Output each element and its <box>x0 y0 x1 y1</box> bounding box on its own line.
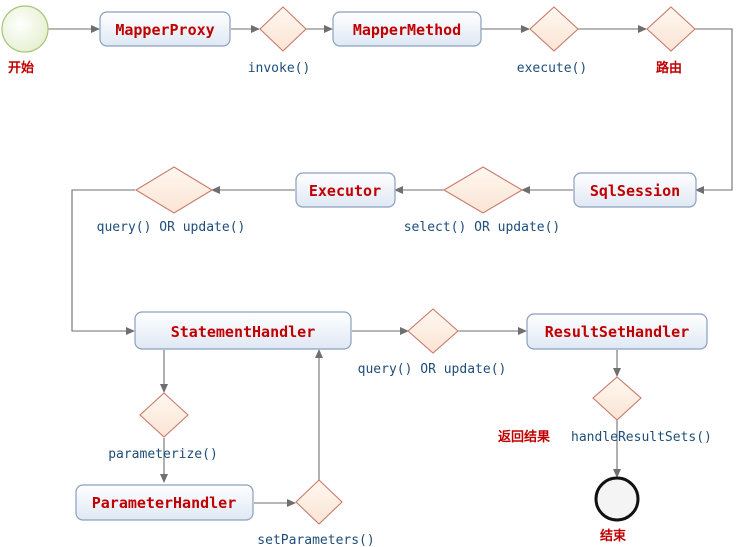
resultsethandler-box <box>526 313 708 350</box>
mappermethod-label: MapperMethod <box>353 21 461 39</box>
invoke-diamond <box>259 6 307 52</box>
setparameters-diamond <box>295 479 343 525</box>
query-or-update-label-1: query() OR update() <box>97 220 246 235</box>
handleresultsets-label: handleResultSets() <box>571 430 712 445</box>
select-diamond <box>442 166 524 214</box>
parameterize-diamond <box>139 392 189 438</box>
statementhandler-box <box>134 311 352 350</box>
end-circle <box>594 476 640 522</box>
route-diamond <box>646 6 696 52</box>
resultsethandler-label: ResultSetHandler <box>545 323 690 341</box>
mappermethod-box <box>332 11 482 47</box>
mapperproxy-box <box>99 11 231 47</box>
executor-label: Executor <box>309 182 381 200</box>
end-label: 结束 <box>600 528 627 544</box>
mapperproxy-label: MapperProxy <box>115 21 214 39</box>
select-or-update-label: select() OR update() <box>404 220 561 235</box>
invoke-label: invoke() <box>248 61 311 76</box>
sqlsession-box <box>573 172 697 208</box>
executor-box <box>295 172 396 208</box>
edge-query-to-statementhandler <box>71 189 135 335</box>
query-diamond-statement <box>407 308 459 354</box>
return-result-label: 返回结果 <box>498 429 550 445</box>
query-diamond-executor <box>134 166 214 214</box>
setparameters-label: setParameters() <box>257 533 374 547</box>
start-circle <box>1 5 49 53</box>
parameterize-label: parameterize() <box>108 447 218 462</box>
start-label: 开始 <box>8 60 34 76</box>
parameterhandler-label: ParameterHandler <box>92 494 237 512</box>
query-or-update-label-2: query() OR update() <box>358 362 507 377</box>
execute-diamond <box>529 6 579 52</box>
execute-label: execute() <box>517 61 587 76</box>
route-label: 路由 <box>656 60 682 76</box>
edge-route-to-sqlsession <box>695 28 733 194</box>
edges <box>48 25 733 507</box>
return-diamond <box>592 376 642 421</box>
statementhandler-label: StatementHandler <box>171 323 316 341</box>
parameterhandler-box <box>75 484 254 521</box>
sqlsession-label: SqlSession <box>590 182 680 200</box>
